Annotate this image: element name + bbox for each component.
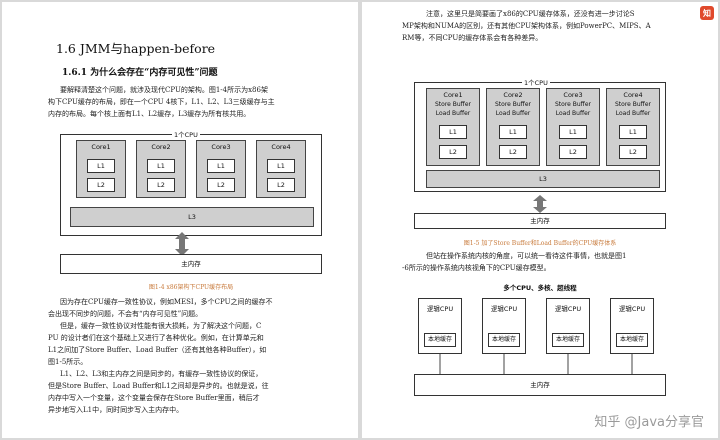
logical-cpu-label: 逻辑CPU [618,305,646,313]
cpu-label: 1个CPU [172,129,200,139]
paragraph-buffers: 但是，缓存一致性协议对性能有很大损耗，为了解决这个问题，C PU 的设计者们在这… [48,320,266,368]
local-cache-box: 本地缓存 [424,333,456,347]
main-memory-box: 主内存 [414,374,666,396]
core-label: Core3 [211,143,231,151]
l1-box: L1 [499,125,527,139]
l2-box: L2 [267,178,295,192]
core-label: Core1 [91,143,111,151]
left-page: 1.6 JMM与happen-before 1.6.1 为什么会存在“内存可见性… [2,2,358,438]
text-line: L1之间加了Store Buffer、Load Buffer（还有其他各种Buf… [48,346,267,354]
paragraph-async: L1、L2、L3和主内存之间是同步的，有缓存一致性协议的保证， 但是Store … [48,368,269,416]
text-line: 构下CPU缓存的布局，即在一个CPU 4核下，L1、L2、L3三级缓存与主 [48,98,275,106]
core-box: Core3 Store Buffer Load Buffer L1 L2 [546,88,600,166]
text-line: PU 的设计者们在这个基础上又进行了各种优化。例如，在计算单元和 [48,334,264,342]
figure-title: 多个CPU、多核、超线程 [503,284,577,292]
local-cache-box: 本地缓存 [616,333,648,347]
l1-box: L1 [559,125,587,139]
paragraph-intro: 要解释清楚这个问题，就涉及现代CPU的架构。图1-4所示为x86架 构下CPU缓… [48,84,275,120]
l2-box: L2 [147,178,175,192]
text-line: 会出现不同步的问题，不会有“内存可见性”问题。 [48,310,203,318]
zhihu-logo-icon: 知 [700,6,714,20]
double-arrow-icon [533,195,547,213]
right-page: 注意，这里只是简要画了x86的CPU缓存体系，还没有进一步讨论S MP架构和NU… [362,2,718,438]
logical-cpu-box: 逻辑CPU 本地缓存 [482,298,526,354]
core-box: Core4 Store Buffer Load Buffer L1 L2 [606,88,660,166]
store-buffer-label: Store Buffer [615,101,651,108]
l1-box: L1 [439,125,467,139]
logical-cpu-box: 逻辑CPU 本地缓存 [418,298,462,354]
core-label: Core4 [271,143,291,151]
logical-cpu-label: 逻辑CPU [490,305,518,313]
main-memory-box: 主内存 [414,213,666,229]
cpu-label: 1个CPU [522,77,550,87]
l2-box: L2 [439,145,467,159]
figure-caption: 图1-4 x86架构下CPU缓存布局 [148,284,234,291]
core-label: Core2 [503,91,523,99]
logical-cpu-box: 逻辑CPU 本地缓存 [610,298,654,354]
l2-box: L2 [207,178,235,192]
l1-box: L1 [267,159,295,173]
core-box: Core4 L1 L2 [256,140,306,198]
subsection-title: 1.6.1 为什么会存在“内存可见性”问题 [62,68,218,78]
core-label: Core3 [563,91,583,99]
text-line: 异步地写入L1中，同时同步写入主内存中。 [48,406,184,414]
l1-box: L1 [87,159,115,173]
store-buffer-label: Store Buffer [555,101,591,108]
text-line: 图1-5所示。 [48,358,88,366]
core-label: Core1 [443,91,463,99]
text-line: 内存中写入一个变量，这个变量会保存在Store Buffer里面，稍后才 [48,394,260,402]
text-line: -6所示的操作系统内核视角下的CPU缓存模型。 [402,264,551,272]
watermark: 知乎 @Java分享官 [594,415,704,430]
load-buffer-label: Load Buffer [615,110,651,117]
l2-box: L2 [87,178,115,192]
core-label: Core4 [623,91,643,99]
l1-box: L1 [207,159,235,173]
l2-box: L2 [619,145,647,159]
logical-cpu-label: 逻辑CPU [426,305,454,313]
load-buffer-label: Load Buffer [495,110,531,117]
local-cache-box: 本地缓存 [552,333,584,347]
text-line: MP架构和NUMA的区别，还有其他CPU架构体系，例如PowerPC、MIPS、… [402,22,651,30]
paragraph-mesi: 因为存在CPU缓存一致性协议，例如MESI，多个CPU之间的缓存不 会出现不同步… [48,296,273,320]
text-line: 内存的布局。每个核上面有L1、L2缓存，L3缓存为所有核共用。 [48,110,251,118]
core-label: Core2 [151,143,171,151]
text-line: 但是，缓存一致性协议对性能有很大损耗，为了解决这个问题，C [60,322,262,330]
connector-lines [439,354,633,374]
main-memory-box: 主内存 [60,254,322,274]
text-line: 注意，这里只是简要画了x86的CPU缓存体系，还没有进一步讨论S [426,10,635,18]
store-buffer-label: Store Buffer [435,101,471,108]
section-title: 1.6 JMM与happen-before [56,41,216,56]
text-line: 因为存在CPU缓存一致性协议，例如MESI，多个CPU之间的缓存不 [60,298,273,306]
core-box: Core1 L1 L2 [76,140,126,198]
text-line: 但站在操作系统内核的角度，可以统一看待这件事情，也就是图1 [426,252,627,260]
double-arrow-icon [175,232,189,256]
l2-box: L2 [499,145,527,159]
core-box: Core2 Store Buffer Load Buffer L1 L2 [486,88,540,166]
paragraph-note: 注意，这里只是简要画了x86的CPU缓存体系，还没有进一步讨论S MP架构和NU… [402,8,651,44]
local-cache-box: 本地缓存 [488,333,520,347]
text-line: 但是Store Buffer、Load Buffer和L1之间却是异步的。也就是… [48,382,269,390]
l3-box: L3 [70,207,314,227]
core-box: Core3 L1 L2 [196,140,246,198]
text-line: L1、L2、L3和主内存之间是同步的，有缓存一致性协议的保证， [60,370,263,378]
text-line: RM等，不同CPU的缓存体系会有各种差异。 [402,34,543,42]
store-buffer-label: Store Buffer [495,101,531,108]
l2-box: L2 [559,145,587,159]
paragraph-kernel: 但站在操作系统内核的角度，可以统一看待这件事情，也就是图1 -6所示的操作系统内… [402,250,626,274]
l1-box: L1 [619,125,647,139]
l3-box: L3 [426,170,660,188]
logical-cpu-label: 逻辑CPU [554,305,582,313]
logical-cpu-box: 逻辑CPU 本地缓存 [546,298,590,354]
core-box: Core1 Store Buffer Load Buffer L1 L2 [426,88,480,166]
l1-box: L1 [147,159,175,173]
load-buffer-label: Load Buffer [435,110,471,117]
figure-caption: 图1-5 加了Store Buffer和Load Buffer的CPU缓存体系 [463,240,617,247]
text-line: 要解释清楚这个问题，就涉及现代CPU的架构。图1-4所示为x86架 [60,86,268,94]
load-buffer-label: Load Buffer [555,110,591,117]
core-box: Core2 L1 L2 [136,140,186,198]
